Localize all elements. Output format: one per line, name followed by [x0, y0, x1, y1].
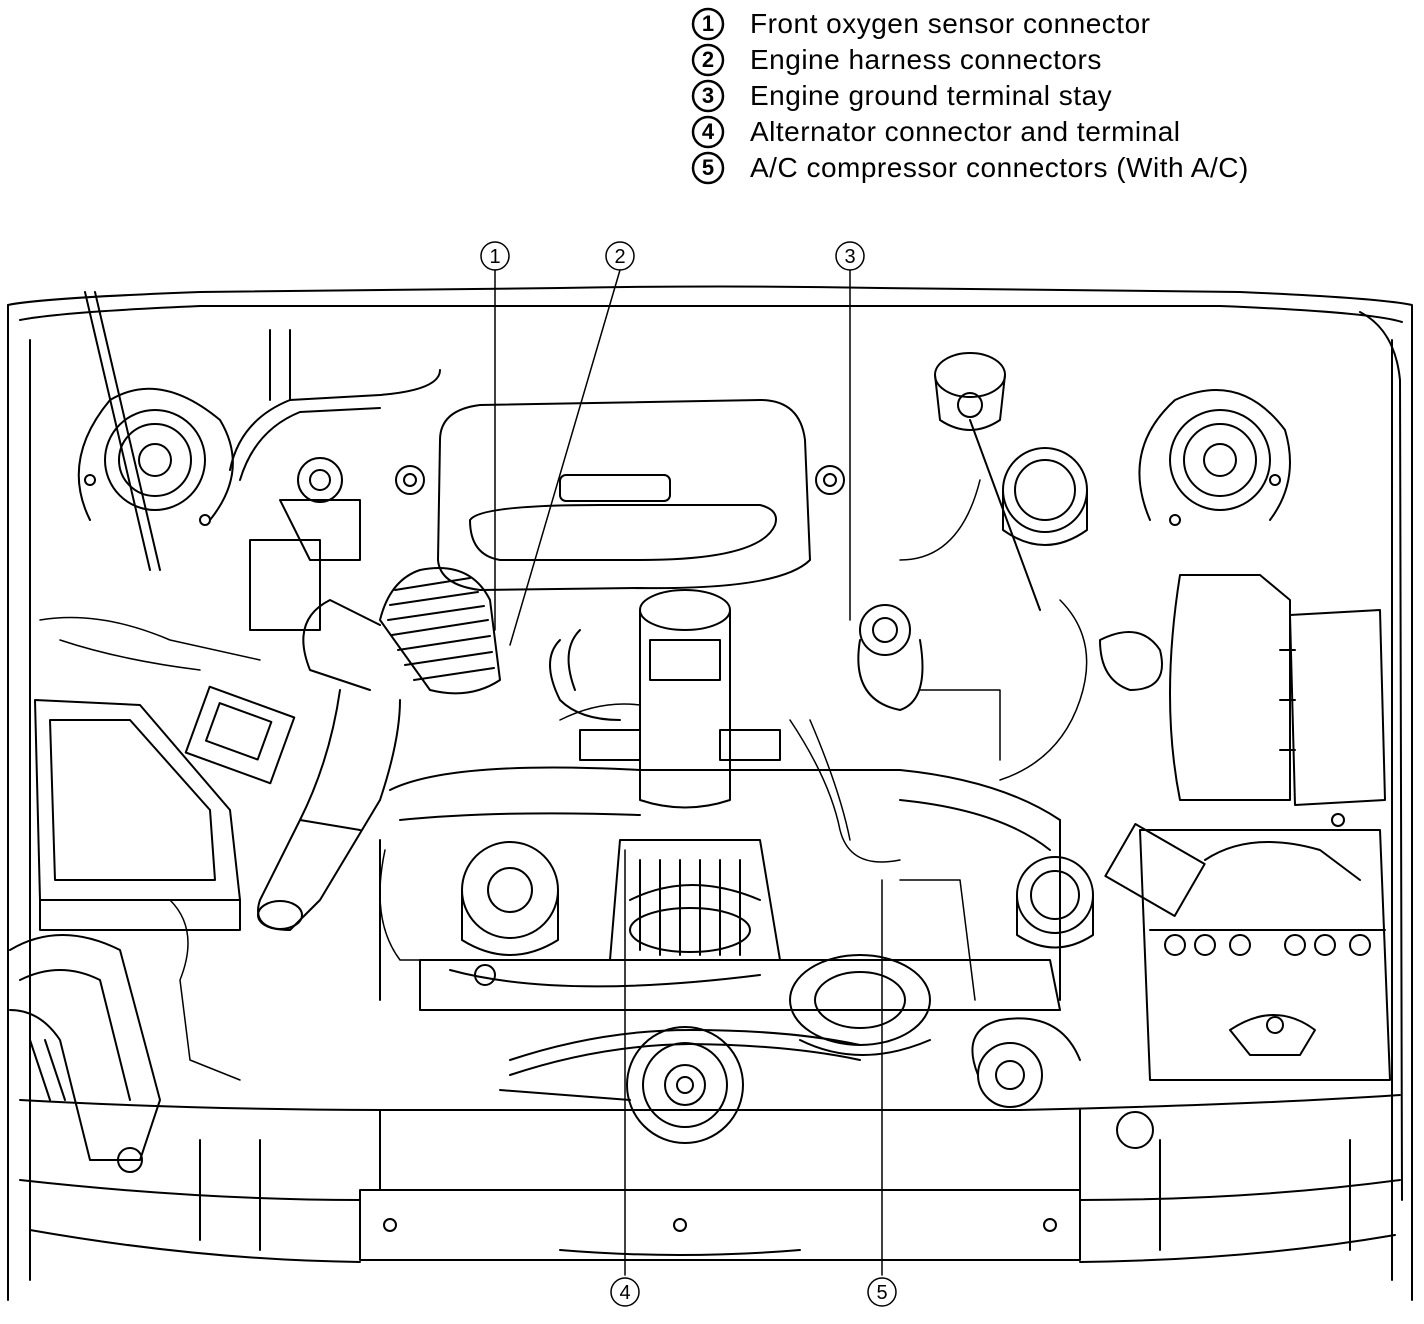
ac-compressor — [789, 954, 931, 1056]
power-steering-reservoir — [1002, 447, 1088, 546]
brake-booster — [934, 352, 1041, 611]
left-strut-tower — [77, 387, 234, 526]
intake-manifold-cover — [395, 399, 845, 591]
legend-number-badge: 5 — [690, 150, 726, 186]
egr-valve — [857, 604, 924, 711]
svg-text:4: 4 — [619, 1282, 630, 1304]
wiring-harness — [39, 479, 1088, 1081]
fuse-box — [1279, 609, 1386, 827]
legend-number-badge: 2 — [690, 42, 726, 78]
legend-number-badge: 4 — [690, 114, 726, 150]
legend-label: Front oxygen sensor connector — [750, 8, 1151, 39]
intake-duct — [257, 689, 401, 931]
right-strut-tower — [1138, 389, 1291, 526]
callout-5: 5 — [867, 1277, 897, 1307]
maf-sensor — [184, 685, 296, 785]
legend-number-badge: 3 — [690, 78, 726, 114]
legend-item-5: 5 A/C compressor connectors (With A/C) — [690, 150, 1390, 186]
callout-4: 4 — [610, 1277, 640, 1307]
legend-label: Engine harness connectors — [750, 44, 1102, 75]
alternator — [609, 839, 781, 961]
callout-1: 1 — [480, 241, 510, 271]
front-crossmember — [419, 959, 1061, 1011]
legend-number-badge: 1 — [690, 6, 726, 42]
oil-filter-cap — [461, 841, 559, 956]
legend-item-4: 4 Alternator connector and terminal — [690, 114, 1390, 150]
callout-2: 2 — [605, 241, 635, 271]
legend-item-3: 3 Engine ground terminal stay — [690, 78, 1390, 114]
legend-label: Alternator connector and terminal — [750, 116, 1181, 147]
throttle-body — [549, 589, 781, 809]
svg-text:5: 5 — [876, 1282, 887, 1304]
coolant-reservoir — [971, 1017, 1154, 1149]
legend-label: A/C compressor connectors (With A/C) — [750, 152, 1249, 183]
right-oil-cap — [1016, 856, 1094, 949]
svg-text:1: 1 — [489, 246, 500, 268]
hood-prop-rod — [84, 291, 161, 571]
left-lower-duct — [9, 934, 161, 1173]
air-cleaner-box — [34, 699, 241, 931]
right-fender-apron — [1099, 574, 1291, 801]
callout-leaders — [494, 269, 883, 1276]
intake-boot — [302, 567, 501, 695]
svg-text:2: 2 — [614, 246, 625, 268]
engine-block — [379, 766, 1061, 1001]
body-outline — [7, 285, 1413, 1301]
crank-pulley — [626, 1026, 744, 1144]
radiator-support — [19, 1094, 1401, 1263]
callout-3: 3 — [835, 241, 865, 271]
legend: 1 Front oxygen sensor connector 2 Engine… — [690, 6, 1390, 186]
legend-item-2: 2 Engine harness connectors — [690, 42, 1390, 78]
battery — [1104, 823, 1391, 1081]
upper-left-hoses — [229, 329, 441, 631]
legend-item-1: 1 Front oxygen sensor connector — [690, 6, 1390, 42]
accessory-belts — [499, 1029, 861, 1101]
leader-2 — [509, 269, 621, 646]
legend-label: Engine ground terminal stay — [750, 80, 1113, 111]
svg-text:3: 3 — [844, 246, 855, 268]
